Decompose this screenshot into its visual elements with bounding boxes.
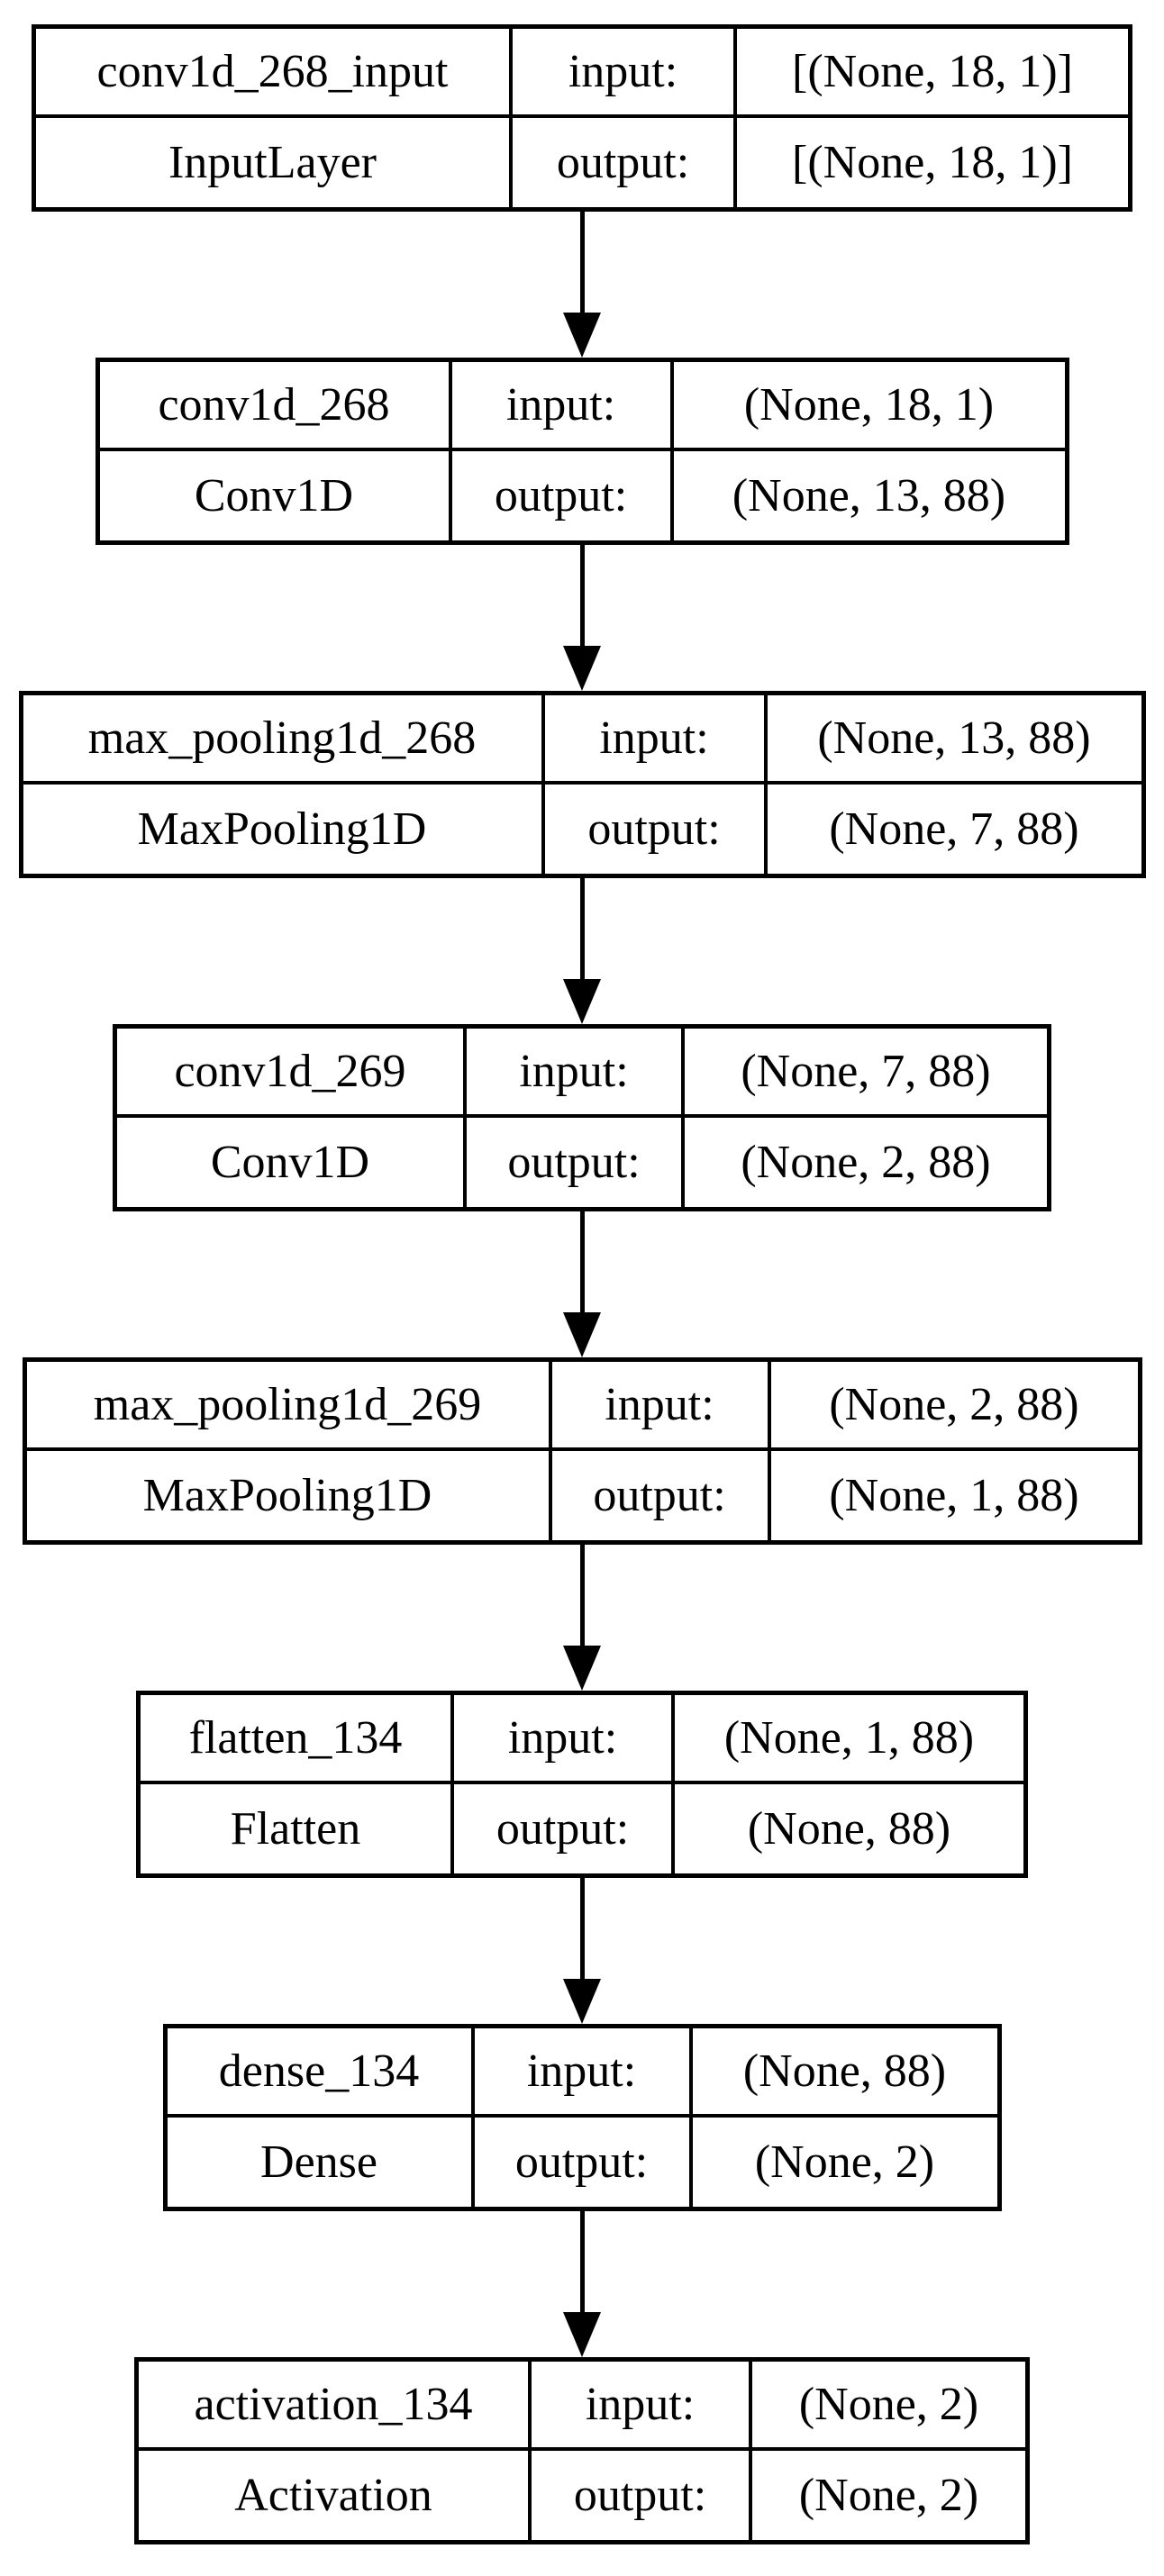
output-shape: [(None, 18, 1)] (792, 136, 1073, 188)
output-label: output: (454, 1784, 675, 1873)
input-label: input: (474, 2028, 693, 2118)
layer-name: conv1d_268_input (36, 29, 513, 118)
layer-node-dense_134: dense_134 input: (None, 88) Dense output… (162, 2024, 1002, 2211)
output-label: output: (452, 451, 674, 540)
arrow-head-icon (563, 979, 601, 1024)
layer-node-flatten_134: flatten_134 input: (None, 1, 88) Flatten… (136, 1691, 1028, 1878)
layer-node-conv1d_269: conv1d_269 input: (None, 7, 88) Conv1D o… (113, 1024, 1051, 1211)
input-label: input: (544, 695, 768, 785)
output-label: output: (532, 2451, 752, 2540)
arrow-head-icon (563, 1979, 601, 2024)
output-shape: (None, 1, 88) (829, 1469, 1079, 1521)
output-label: output: (545, 785, 768, 874)
flow-arrow (563, 545, 601, 691)
arrow-shaft (579, 1545, 585, 1646)
output-shape: (None, 2) (754, 2136, 935, 2188)
layer-name: activation_134 (139, 2362, 532, 2451)
layer-type: InputLayer (36, 118, 513, 207)
input-shape: [(None, 18, 1)] (737, 29, 1128, 118)
arrow-head-icon (563, 1646, 601, 1691)
input-shape: (None, 1, 88) (675, 1695, 1023, 1784)
output-shape: (None, 2, 88) (741, 1136, 991, 1188)
arrow-head-icon (563, 2312, 601, 2357)
input-shape: (None, 18, 1) (673, 362, 1065, 451)
flow-arrow (563, 1545, 601, 1691)
output-shape: (None, 88) (747, 1802, 951, 1855)
layer-type: Conv1D (117, 1118, 467, 1207)
layer-node-activation_134: activation_134 input: (None, 2) Activati… (134, 2357, 1030, 2544)
layer-node-conv1d_268_input: conv1d_268_input input: [(None, 18, 1)] … (32, 24, 1132, 212)
output-shape: (None, 7, 88) (829, 803, 1079, 855)
layer-type: Conv1D (100, 451, 452, 540)
layer-name: conv1d_268 (99, 362, 452, 451)
output-label: output: (552, 1451, 771, 1540)
input-shape: (None, 2) (752, 2362, 1025, 2451)
input-shape: (None, 2, 88) (770, 1362, 1138, 1451)
output-label: output: (475, 2118, 693, 2207)
layer-type: Dense (168, 2118, 475, 2207)
flow-arrow (563, 212, 601, 358)
layer-node-max_pooling1d_268: max_pooling1d_268 input: (None, 13, 88) … (18, 691, 1146, 878)
layer-name: max_pooling1d_269 (26, 1362, 552, 1451)
output-shape: (None, 2) (798, 2469, 979, 2521)
layer-type: MaxPooling1D (27, 1451, 552, 1540)
arrow-shaft (579, 878, 585, 979)
input-shape: (None, 13, 88) (767, 695, 1141, 785)
input-shape: (None, 88) (692, 2028, 997, 2118)
layer-node-max_pooling1d_269: max_pooling1d_269 input: (None, 2, 88) M… (22, 1357, 1142, 1545)
flow-arrow (563, 2211, 601, 2357)
output-shape: (None, 13, 88) (732, 469, 1006, 522)
arrow-head-icon (563, 313, 601, 358)
layer-name: conv1d_269 (117, 1029, 467, 1118)
flow-arrow (563, 878, 601, 1024)
output-label: output: (467, 1118, 685, 1207)
layer-node-conv1d_268: conv1d_268 input: (None, 18, 1) Conv1D o… (95, 358, 1069, 545)
input-label: input: (467, 1029, 685, 1118)
arrow-shaft (579, 2211, 585, 2312)
input-label: input: (451, 362, 674, 451)
flow-arrow (563, 1878, 601, 2024)
layer-name: dense_134 (167, 2028, 475, 2118)
arrow-shaft (579, 1878, 585, 1979)
layer-name: max_pooling1d_268 (23, 695, 545, 785)
layer-type: Flatten (141, 1784, 454, 1873)
input-shape: (None, 7, 88) (685, 1029, 1047, 1118)
arrow-shaft (579, 212, 585, 313)
arrow-shaft (579, 1211, 585, 1312)
output-label: output: (513, 118, 737, 207)
layer-type: Activation (139, 2451, 532, 2540)
arrow-head-icon (563, 1312, 601, 1357)
input-label: input: (551, 1362, 771, 1451)
input-label: input: (454, 1695, 675, 1784)
input-label: input: (513, 29, 737, 118)
arrow-shaft (579, 545, 585, 646)
arrow-head-icon (563, 646, 601, 691)
layer-name: flatten_134 (141, 1695, 454, 1784)
input-label: input: (532, 2362, 752, 2451)
layer-type: MaxPooling1D (23, 785, 545, 874)
flow-arrow (563, 1211, 601, 1357)
